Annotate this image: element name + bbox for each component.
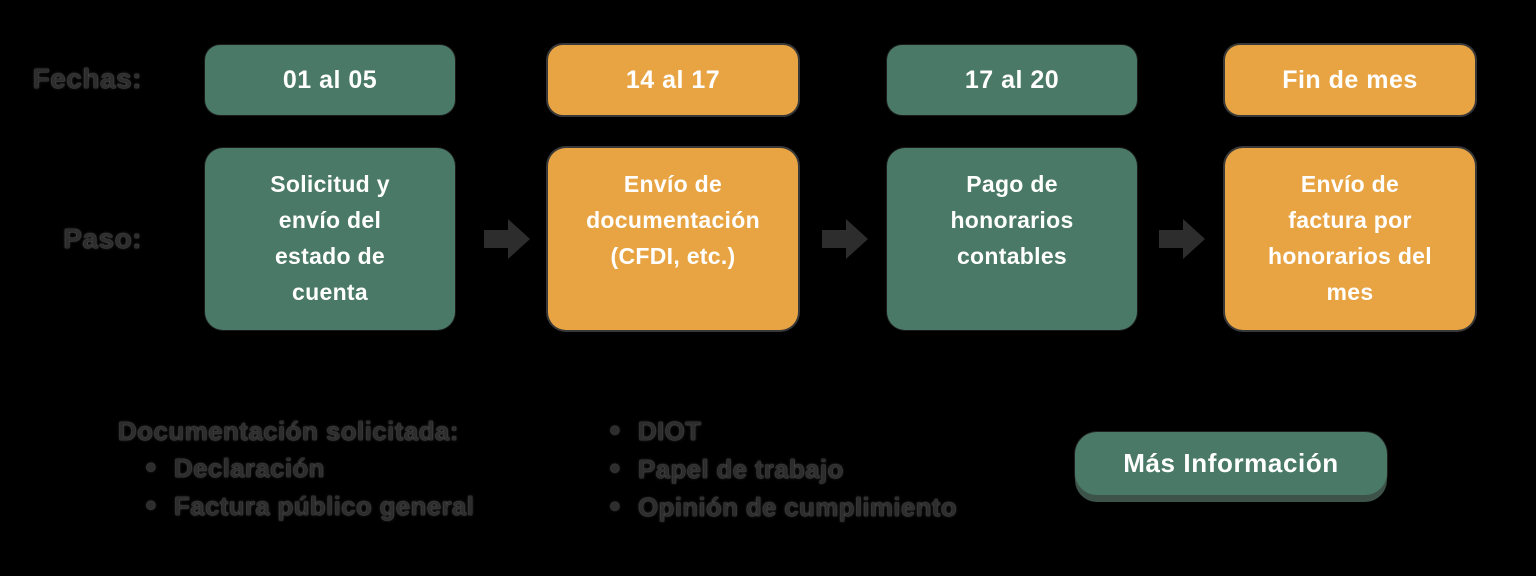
list-item: • Declaración bbox=[140, 449, 474, 487]
list-item: • Papel de trabajo bbox=[604, 450, 957, 488]
list-item-label: Factura público general bbox=[174, 490, 475, 521]
list-item: • Opinión de cumplimiento bbox=[604, 488, 957, 526]
arrow-right-icon bbox=[822, 219, 868, 259]
step-box-4-line: factura por bbox=[1288, 207, 1412, 233]
step-box-1: Solicitud y envío del estado de cuenta bbox=[205, 148, 455, 330]
step-box-3-line: contables bbox=[956, 243, 1068, 269]
bullet-icon: • bbox=[609, 452, 621, 485]
list-item: • Factura público general bbox=[140, 487, 474, 525]
step-box-2-line: Envío de bbox=[623, 171, 723, 197]
step-box-3-line: Pago de bbox=[966, 171, 1058, 197]
date-box-2: 14 al 17 bbox=[548, 45, 798, 115]
step-box-1-line: cuenta bbox=[292, 279, 368, 305]
documentation-list-2: • DIOT • Papel de trabajo • Opinión de c… bbox=[604, 412, 957, 526]
dates-row-label: Fechas: bbox=[32, 63, 142, 94]
date-box-4-label: Fin de mes bbox=[1282, 65, 1418, 94]
step-box-1-line: estado de bbox=[274, 243, 386, 269]
documentation-heading: Documentación solicitada: bbox=[118, 416, 459, 446]
list-item-label: Opinión de cumplimiento bbox=[638, 491, 957, 522]
date-box-2-label: 14 al 17 bbox=[625, 65, 721, 94]
arrow-right-icon bbox=[484, 219, 530, 259]
step-box-1-line: Solicitud y bbox=[270, 171, 390, 197]
step-box-2-line: (CFDI, etc.) bbox=[610, 243, 736, 269]
date-box-4: Fin de mes bbox=[1225, 45, 1475, 115]
date-box-3-label: 17 al 20 bbox=[964, 65, 1060, 94]
more-info-button[interactable]: Más Información bbox=[1075, 432, 1387, 495]
bullet-icon: • bbox=[609, 490, 621, 523]
step-row-label: Paso: bbox=[63, 223, 142, 254]
step-box-3: Pago de honorarios contables bbox=[887, 148, 1137, 330]
date-box-1-label: 01 al 05 bbox=[282, 65, 378, 94]
list-item-label: Declaración bbox=[174, 452, 325, 483]
step-box-3-line: honorarios bbox=[950, 207, 1074, 233]
date-box-3: 17 al 20 bbox=[887, 45, 1137, 115]
step-box-2-line: documentación bbox=[586, 207, 760, 233]
step-box-1-line: envío del bbox=[278, 207, 382, 233]
documentation-list-1: • Declaración • Factura público general bbox=[140, 449, 474, 525]
date-box-1: 01 al 05 bbox=[205, 45, 455, 115]
arrow-right-icon bbox=[1159, 219, 1205, 259]
bullet-icon: • bbox=[145, 451, 157, 484]
list-item-label: Papel de trabajo bbox=[638, 453, 844, 484]
step-box-2: Envío de documentación (CFDI, etc.) bbox=[548, 148, 798, 330]
bullet-icon: • bbox=[145, 489, 157, 522]
list-item-label: DIOT bbox=[638, 415, 702, 446]
step-box-4-line: honorarios del bbox=[1268, 243, 1432, 269]
step-box-4: Envío de factura por honorarios del mes bbox=[1225, 148, 1475, 330]
step-box-4-line: Envío de bbox=[1300, 171, 1400, 197]
bullet-icon: • bbox=[609, 414, 621, 447]
list-item: • DIOT bbox=[604, 412, 957, 450]
step-box-4-line: mes bbox=[1326, 279, 1374, 305]
more-info-button-label: Más Información bbox=[1123, 448, 1339, 478]
